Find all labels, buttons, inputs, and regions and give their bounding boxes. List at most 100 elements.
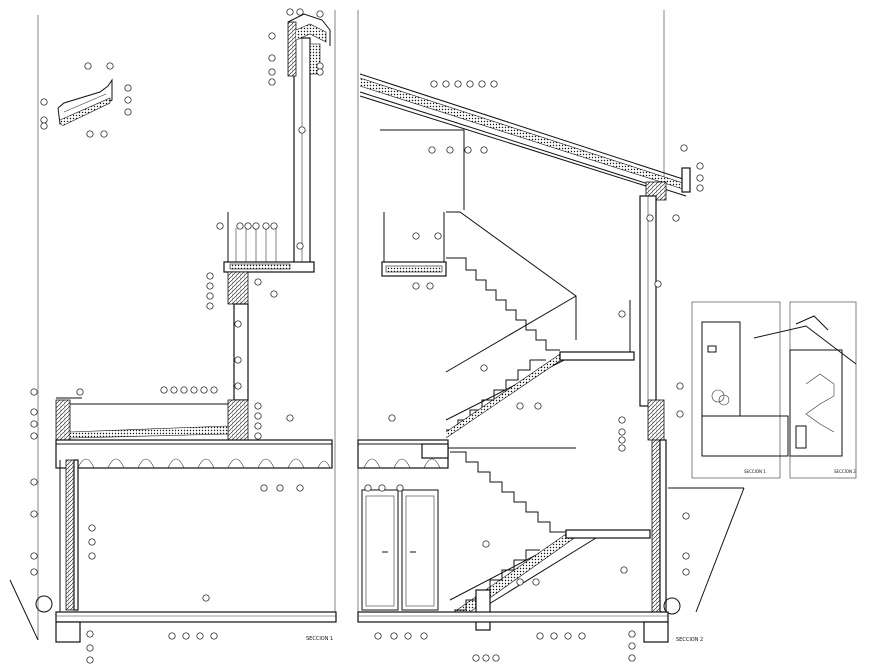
callout-bubble [472, 654, 480, 662]
callout-bubble [696, 162, 704, 170]
callout-bubble [482, 654, 490, 662]
callout-bubble [76, 388, 84, 396]
callout-bubble [252, 222, 260, 230]
callout-bubble [478, 80, 486, 88]
callout-bubble [672, 214, 680, 222]
callout-bubble [696, 184, 704, 192]
callout-bubble [160, 386, 168, 394]
callout-bubble [466, 80, 474, 88]
callout-bubble [316, 68, 324, 76]
callout-bubble [412, 282, 420, 290]
callout-bubble [210, 386, 218, 394]
callout-bubble [646, 214, 654, 222]
callout-bubble [618, 428, 626, 436]
ground-slab-left [9, 579, 337, 643]
callout-bubble [254, 412, 262, 420]
callout-bubble [676, 410, 684, 418]
callout-bubble [480, 364, 488, 372]
callout-bubble [86, 630, 94, 638]
callout-bubble [40, 122, 48, 130]
callout-bubble [298, 126, 306, 134]
upper-window-box [380, 129, 465, 277]
callout-bubble [532, 578, 540, 586]
right-wall [639, 195, 665, 441]
callout-bubble [40, 116, 48, 124]
callout-bubble [286, 414, 294, 422]
ground-slab-right [357, 611, 669, 643]
callout-bubble [490, 80, 498, 88]
staircase-upper [445, 211, 635, 439]
callout-bubble [464, 146, 472, 154]
callout-bubble [270, 222, 278, 230]
callout-bubble [260, 484, 268, 492]
floor-slab-left [55, 439, 333, 469]
inset-section-2-title: SECCION 2 [834, 469, 856, 474]
staircase-lower [449, 451, 651, 631]
inset-window-icon [707, 345, 717, 353]
callout-bubble [30, 552, 38, 560]
exterior-wall-left [59, 459, 79, 612]
callout-bubble [216, 222, 224, 230]
callout-bubble [268, 54, 276, 62]
callout-bubble [254, 402, 262, 410]
callout-bubble [564, 632, 572, 640]
callout-bubble [30, 388, 38, 396]
callout-bubble [480, 146, 488, 154]
callout-bubble [268, 78, 276, 86]
callout-bubble [244, 222, 252, 230]
callout-bubble [618, 444, 626, 452]
callout-bubble [454, 80, 462, 88]
callout-bubble [202, 594, 210, 602]
callout-bubble [124, 96, 132, 104]
callout-bubble [210, 632, 218, 640]
callout-bubble [412, 232, 420, 240]
callout-bubble [30, 432, 38, 440]
callout-bubble [100, 130, 108, 138]
callout-bubble [170, 386, 178, 394]
callout-bubble [124, 84, 132, 92]
callout-bubble [378, 484, 386, 492]
callout-bubble [316, 10, 324, 18]
floor-slab-right [357, 439, 576, 469]
callout-bubble [618, 436, 626, 444]
section-2-drawing [357, 10, 745, 643]
callout-bubble [86, 656, 94, 664]
section-1-title: SECCION 1 [306, 636, 333, 642]
callout-bubble [654, 280, 662, 288]
callout-bubble [404, 632, 412, 640]
callout-bubble [628, 642, 636, 650]
callout-bubble [86, 644, 94, 652]
callout-bubble [442, 80, 450, 88]
callout-bubble [88, 552, 96, 560]
callout-bubble [88, 538, 96, 546]
callout-bubble [106, 62, 114, 70]
callout-bubble [296, 8, 304, 16]
callout-bubble [254, 278, 262, 286]
exterior-wall-right [651, 439, 745, 615]
callout-bubble [396, 484, 404, 492]
callout-bubble [276, 484, 284, 492]
callout-bubble [390, 632, 398, 640]
callout-bubble [30, 478, 38, 486]
callout-bubble [364, 484, 372, 492]
callout-bubble [206, 292, 214, 300]
callout-bubble [234, 356, 242, 364]
callout-bubble [420, 632, 428, 640]
callout-bubble [434, 232, 442, 240]
callout-bubble [296, 242, 304, 250]
callout-bubble [430, 80, 438, 88]
callout-bubble [234, 382, 242, 390]
callout-bubble [254, 422, 262, 430]
callout-bubble [316, 62, 324, 70]
callout-bubble [286, 8, 294, 16]
callout-bubble [428, 146, 436, 154]
callout-bubble [534, 402, 542, 410]
callout-bubble [234, 320, 242, 328]
callout-bubble [200, 386, 208, 394]
callout-bubble [40, 98, 48, 106]
middle-wall-column [227, 271, 249, 443]
callout-bubble [196, 632, 204, 640]
tower-wall [287, 13, 331, 269]
section-1-drawing [9, 10, 337, 643]
callout-bubble [682, 552, 690, 560]
